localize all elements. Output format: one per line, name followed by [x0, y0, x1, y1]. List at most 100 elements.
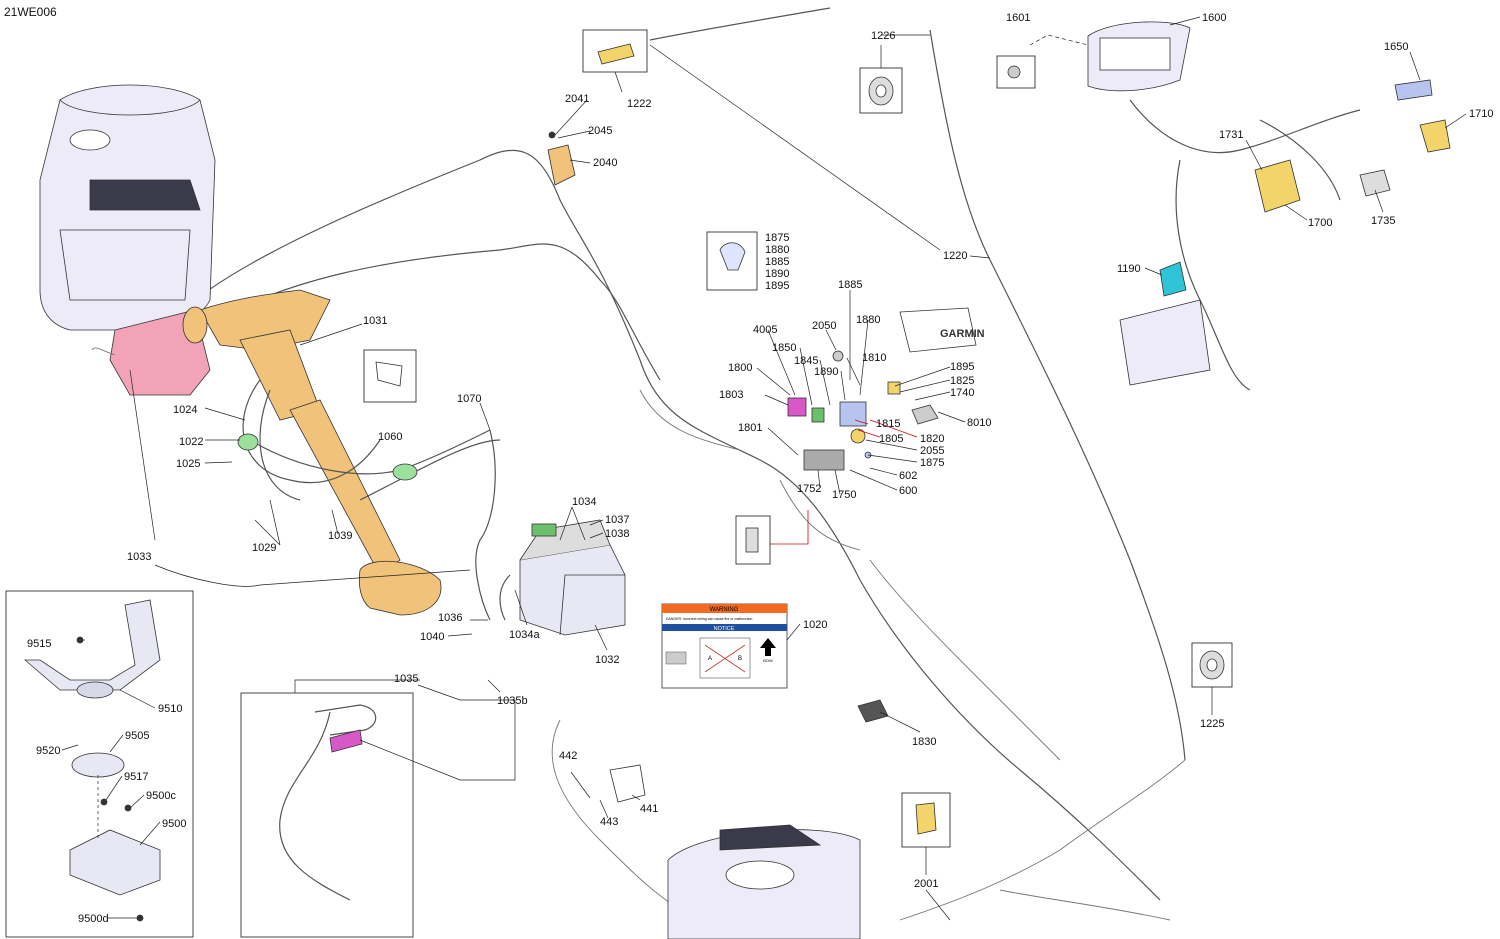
label-1895-box: 1895	[765, 280, 789, 292]
label-2055: 2055	[920, 445, 944, 457]
label-1850: 1850	[772, 342, 796, 354]
warning-label-notice: NOTICE	[714, 626, 735, 632]
label-1810: 1810	[862, 352, 886, 364]
label-1226: 1226	[871, 30, 895, 42]
label-1600: 1600	[1202, 12, 1226, 24]
part-box-1752	[735, 515, 771, 565]
label-1735: 1735	[1371, 215, 1395, 227]
label-2041: 2041	[565, 93, 589, 105]
label-1880: 1880	[856, 314, 880, 326]
label-1731: 1731	[1219, 129, 1243, 141]
leader-lines	[61, 16, 1467, 921]
label-602: 602	[899, 470, 917, 482]
label-1040: 1040	[420, 631, 444, 643]
label-4005: 4005	[753, 324, 777, 336]
main-harness-wires	[194, 7, 1186, 921]
label-1700: 1700	[1308, 217, 1332, 229]
bracket-2040	[547, 131, 576, 186]
label-2050: 2050	[812, 320, 836, 332]
gauge-display-1600	[1087, 21, 1191, 92]
label-1220: 1220	[943, 250, 967, 262]
label-1880-box: 1880	[765, 244, 789, 256]
label-1033: 1033	[127, 551, 151, 563]
label-1190: 1190	[1117, 263, 1141, 275]
label-2001: 2001	[914, 878, 938, 890]
label-1650: 1650	[1384, 41, 1408, 53]
label-1034a: 1034a	[509, 629, 540, 641]
label-9515: 9515	[27, 638, 51, 650]
part-box-1226	[859, 67, 903, 114]
label-9505: 9505	[125, 730, 149, 742]
label-600: 600	[899, 485, 917, 497]
label-1029: 1029	[252, 542, 276, 554]
label-1039: 1039	[328, 530, 352, 542]
part-box-2001	[901, 792, 951, 848]
warning-label-line1: DANGER: Incorrect wiring can cause fire …	[666, 617, 753, 621]
label-1801: 1801	[738, 422, 762, 434]
label-1225: 1225	[1200, 718, 1224, 730]
warning-label-b: B	[738, 656, 742, 662]
label-9500c: 9500c	[146, 790, 176, 802]
label-1815: 1815	[876, 418, 900, 430]
label-1803: 1803	[719, 389, 743, 401]
label-1875: 1875	[920, 457, 944, 469]
label-1895: 1895	[950, 361, 974, 373]
document-id: 21WE006	[4, 5, 57, 19]
label-1845: 1845	[794, 355, 818, 367]
label-1885: 1885	[838, 279, 862, 291]
label-8010: 8010	[967, 417, 991, 429]
label-441: 441	[640, 803, 658, 815]
label-1740: 1740	[950, 387, 974, 399]
label-9510: 9510	[158, 703, 182, 715]
label-2040: 2040	[593, 157, 617, 169]
label-1037: 1037	[605, 514, 629, 526]
label-1035b: 1035b	[497, 695, 528, 707]
label-1222: 1222	[627, 98, 651, 110]
label-1038: 1038	[605, 528, 629, 540]
trolling-motor	[182, 289, 442, 616]
inset-mount-kit	[5, 590, 194, 938]
part-box-1601	[996, 55, 1036, 89]
warning-label-title: WARNING	[710, 607, 739, 613]
label-9500: 9500	[162, 818, 186, 830]
part-box-1225	[1191, 642, 1233, 688]
green-wires	[237, 429, 501, 621]
right-harness	[1119, 79, 1451, 391]
label-1032: 1032	[595, 654, 619, 666]
label-1070: 1070	[457, 393, 481, 405]
label-1024: 1024	[173, 404, 197, 416]
label-1890: 1890	[814, 366, 838, 378]
label-1820: 1820	[920, 433, 944, 445]
label-1601: 1601	[1006, 12, 1030, 24]
label-1752: 1752	[797, 483, 821, 495]
warning-label: WARNING DANGER: Incorrect wiring can cau…	[661, 603, 788, 689]
label-1800: 1800	[728, 362, 752, 374]
garmin-brand-text: GARMIN	[940, 328, 985, 340]
label-443: 443	[600, 816, 618, 828]
bracket-441	[609, 764, 646, 803]
console-bottom	[667, 824, 861, 939]
label-1750: 1750	[832, 489, 856, 501]
label-9517: 9517	[124, 771, 148, 783]
connector-1830	[857, 699, 889, 723]
label-1710: 1710	[1469, 108, 1493, 120]
label-9520: 9520	[36, 745, 60, 757]
label-1020: 1020	[803, 619, 827, 631]
label-1025: 1025	[176, 458, 200, 470]
label-1036: 1036	[438, 612, 462, 624]
label-1825: 1825	[950, 375, 974, 387]
part-box-clips	[706, 231, 758, 291]
label-1875-box: 1875	[765, 232, 789, 244]
label-1031: 1031	[363, 315, 387, 327]
garmin-display: GARMIN	[899, 307, 985, 353]
label-1060: 1060	[378, 431, 402, 443]
part-box-1060	[363, 349, 417, 403]
label-2045: 2045	[588, 125, 612, 137]
label-9500d: 9500d	[78, 913, 109, 925]
warning-label-arrow-text: BOW	[763, 658, 773, 663]
label-1830: 1830	[912, 736, 936, 748]
label-1890-box: 1890	[765, 268, 789, 280]
callout-labels: 1031 1024 1022 1025 1029 1039 1033 1060 …	[27, 12, 1493, 925]
battery	[499, 519, 626, 636]
